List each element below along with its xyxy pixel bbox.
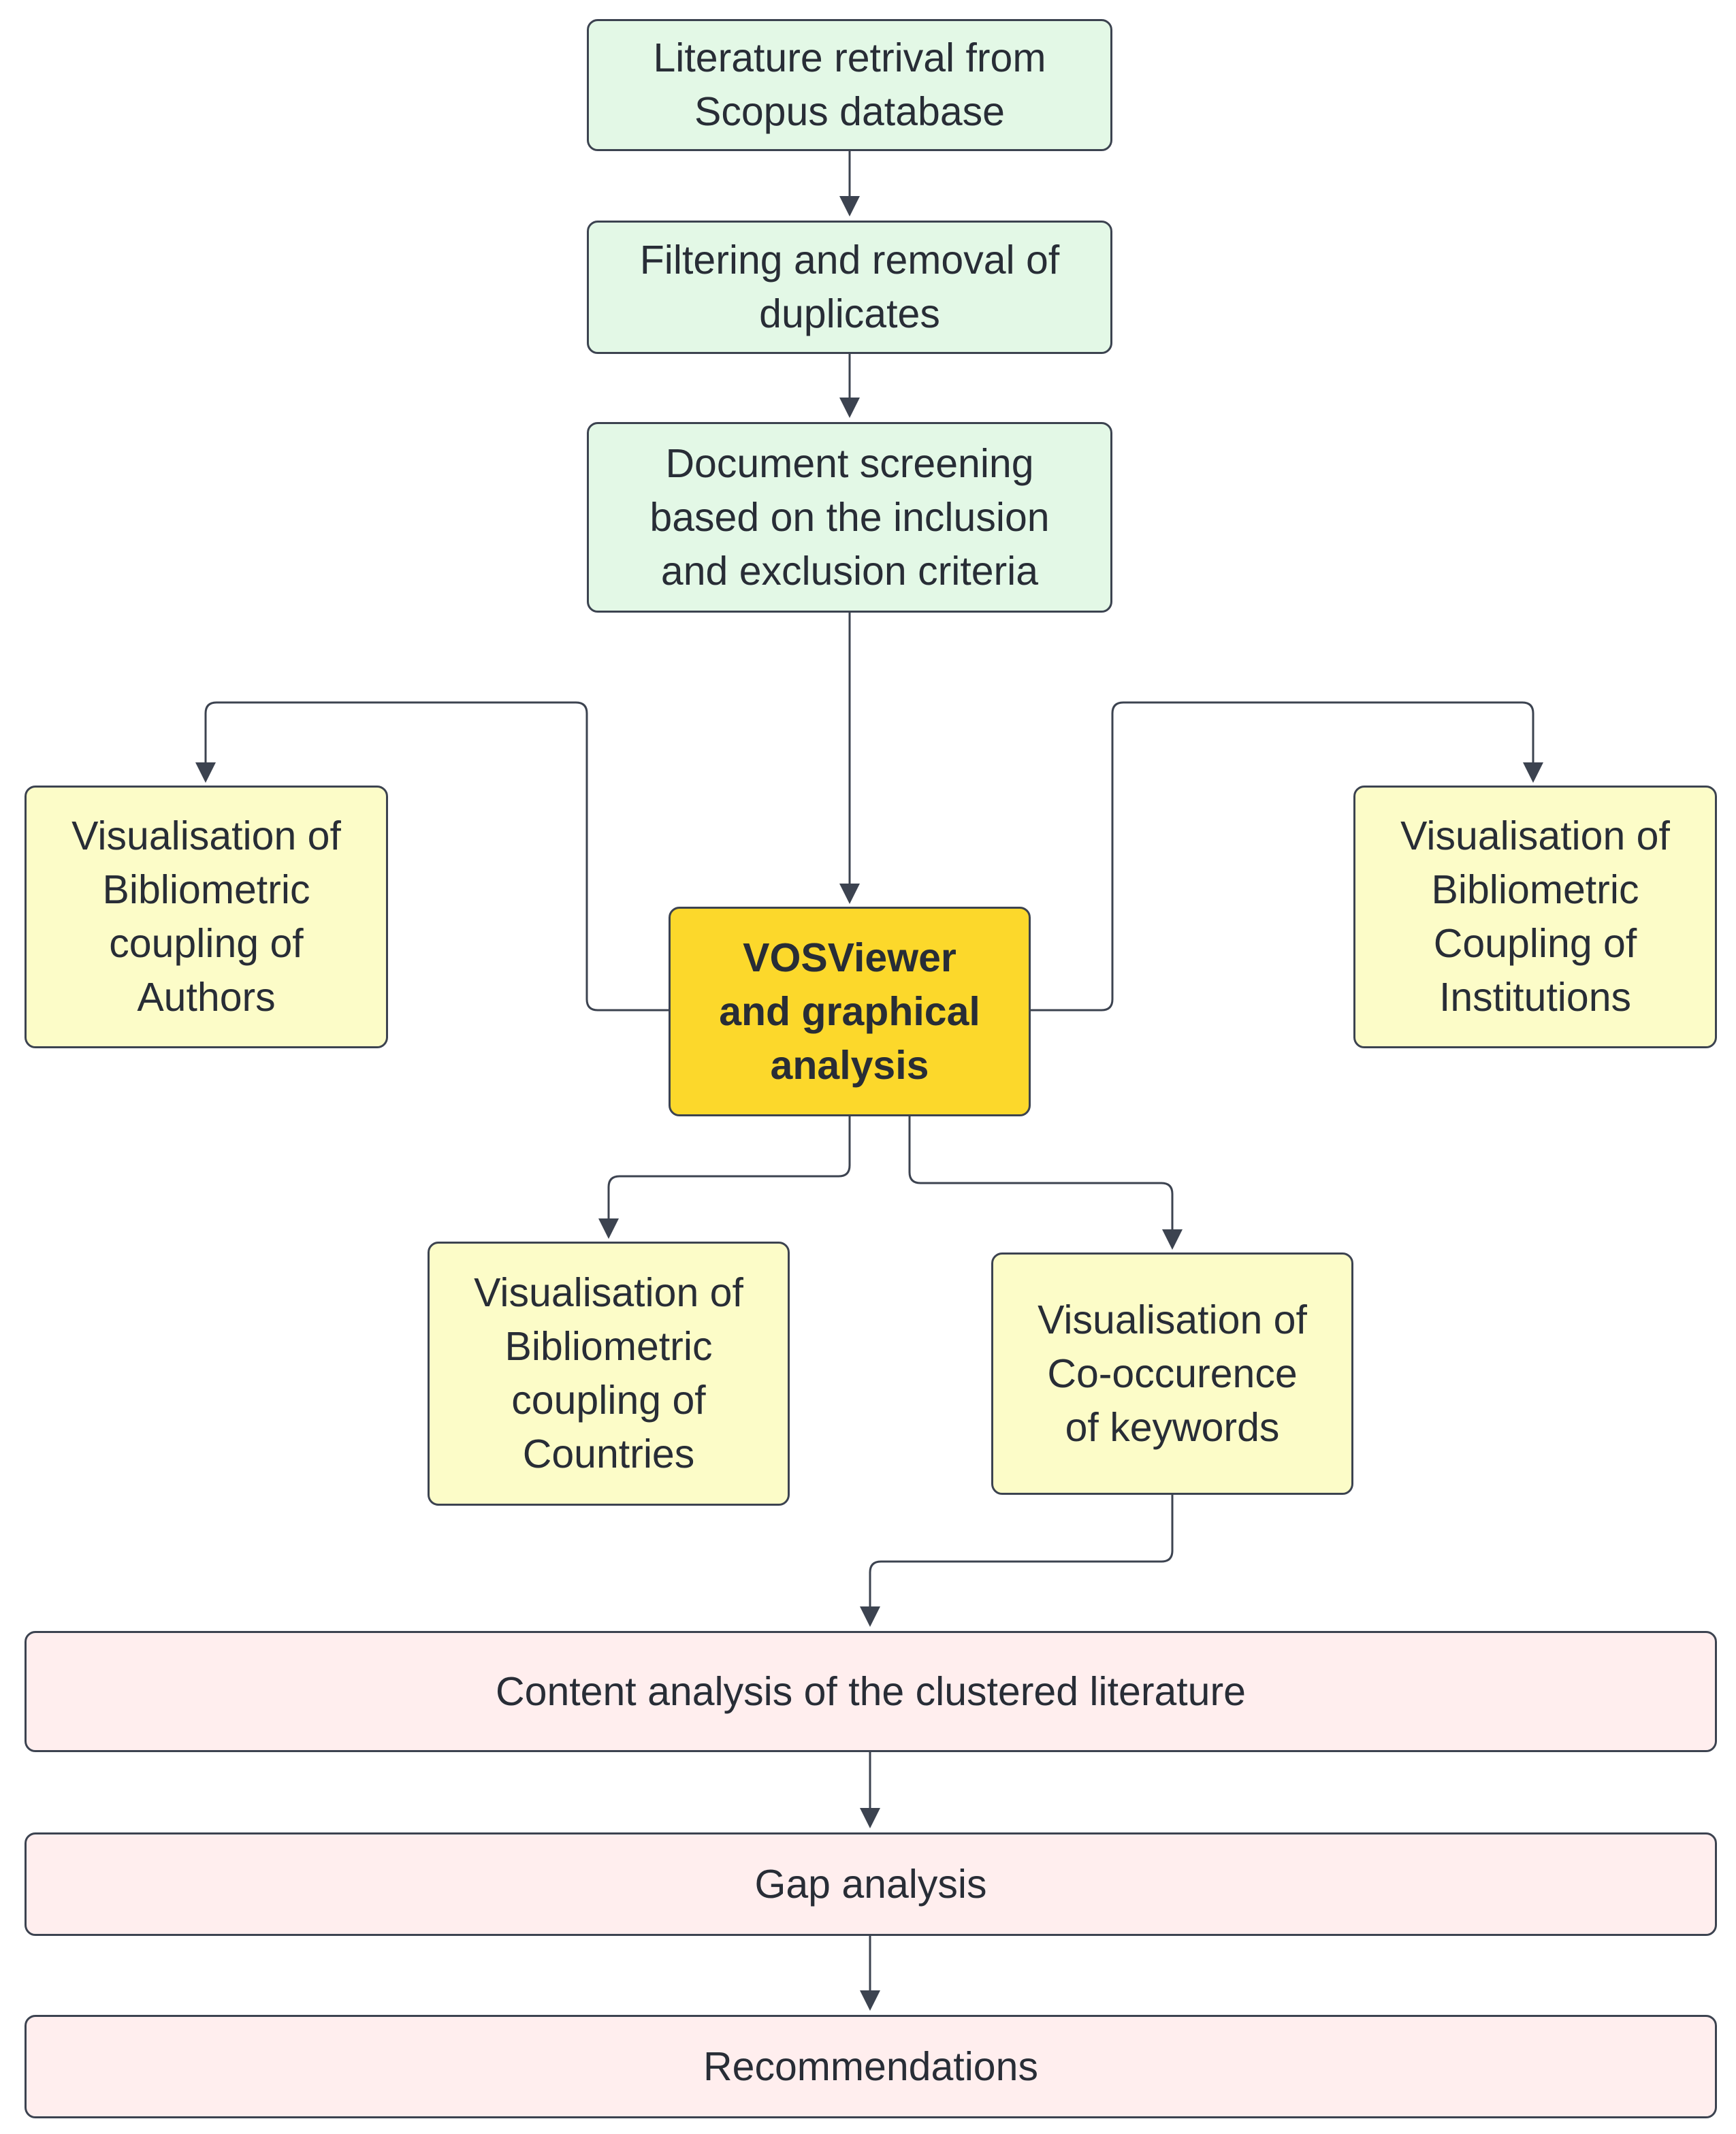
filtering-label: Filtering and removal of duplicates: [639, 238, 1060, 336]
document-screening-label: Document screening based on the inclusio…: [649, 440, 1050, 594]
content-analysis-label: Content analysis of the clustered litera…: [496, 1668, 1246, 1714]
filtering-box: Filtering and removal of duplicates: [587, 221, 1112, 354]
recommendations-box: Recommendations: [25, 2015, 1717, 2118]
vosviewer-analysis-box: VOSViewer and graphical analysis: [669, 907, 1031, 1116]
keyword-cooccurrence-box: Visualisation of Co-occurence of keyword…: [991, 1252, 1353, 1495]
arrow-vosviewer-to-keywords: [908, 1115, 1183, 1250]
institutions-coupling-box: Visualisation of Bibliometric Coupling o…: [1353, 786, 1717, 1048]
vosviewer-analysis-label: VOSViewer and graphical analysis: [719, 935, 980, 1088]
gap-analysis-box: Gap analysis: [25, 1832, 1717, 1936]
content-analysis-box: Content analysis of the clustered litera…: [25, 1631, 1717, 1752]
institutions-coupling-label: Visualisation of Bibliometric Coupling o…: [1400, 813, 1670, 1020]
authors-coupling-label: Visualisation of Bibliometric coupling o…: [71, 813, 341, 1020]
arrow-vosviewer-to-institutions: [1031, 701, 1543, 1012]
recommendations-label: Recommendations: [703, 2043, 1038, 2089]
countries-coupling-label: Visualisation of Bibliometric coupling o…: [474, 1270, 743, 1476]
document-screening-box: Document screening based on the inclusio…: [587, 422, 1112, 613]
literature-retrieval-label: Literature retrival from Scopus database: [653, 35, 1046, 134]
countries-coupling-box: Visualisation of Bibliometric coupling o…: [428, 1242, 790, 1506]
keyword-cooccurrence-label: Visualisation of Co-occurence of keyword…: [1038, 1297, 1307, 1450]
arrow-keywords-to-content: [860, 1493, 1174, 1627]
literature-retrieval-box: Literature retrival from Scopus database: [587, 19, 1112, 151]
gap-analysis-label: Gap analysis: [754, 1861, 987, 1907]
arrow-vosviewer-to-authors: [195, 701, 669, 1012]
authors-coupling-box: Visualisation of Bibliometric coupling o…: [25, 786, 388, 1048]
arrow-vosviewer-to-countries: [598, 1115, 851, 1239]
